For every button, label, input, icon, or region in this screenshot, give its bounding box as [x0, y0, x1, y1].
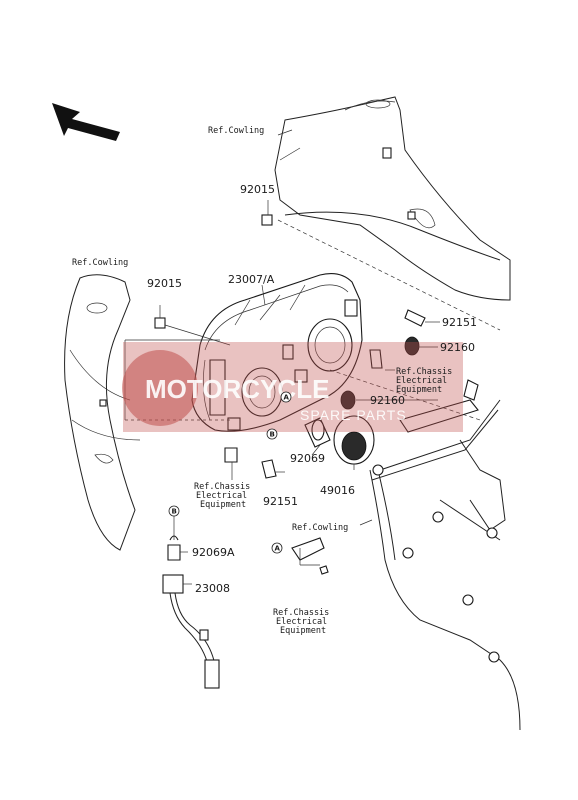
watermark: MOTORCYCLE SPARE PARTS — [122, 342, 463, 432]
label-23008: 23008 — [195, 582, 230, 595]
leader-lines — [124, 129, 501, 585]
label-92069: 92069 — [290, 452, 325, 465]
grommet-92160-lower — [340, 390, 356, 410]
label-ref-chassis-mid: Ref.Chassis Electrical Equipment — [194, 482, 250, 510]
svg-text:Electrical: Electrical — [396, 376, 447, 386]
watermark-logo-text: MOTORCYCLE — [145, 374, 329, 404]
label-ref-cowling-left: Ref.Cowling — [72, 258, 128, 268]
marker-b-headlight: B — [266, 428, 278, 440]
label-ref-cowling-top: Ref.Cowling — [208, 126, 264, 136]
bracket-bottom — [291, 537, 329, 575]
bracket-mid — [224, 447, 238, 463]
svg-text:Ref.Chassis: Ref.Chassis — [396, 367, 452, 377]
socket-23008 — [162, 574, 220, 689]
svg-text:A: A — [284, 394, 290, 402]
front-direction-arrow-icon — [52, 103, 120, 141]
bolt-92151-right — [404, 309, 426, 327]
nut-92015-left — [154, 317, 166, 329]
svg-text:B: B — [270, 431, 275, 439]
watermark-sub-text: SPARE PARTS — [300, 407, 407, 423]
label-92069a: 92069A — [192, 546, 235, 559]
svg-text:Equipment: Equipment — [280, 626, 326, 636]
svg-text:Ref.Chassis: Ref.Chassis — [273, 608, 329, 618]
left-cowling-panel — [64, 274, 141, 551]
grommet-92160-upper — [404, 336, 420, 356]
svg-text:Electrical: Electrical — [276, 617, 327, 627]
label-92015-left: 92015 — [147, 277, 182, 290]
marker-a-headlight: A — [280, 391, 292, 403]
svg-text:Ref.Chassis: Ref.Chassis — [194, 482, 250, 492]
label-92160-upper: 92160 — [440, 341, 475, 354]
label-92160-lower: 92160 — [370, 394, 405, 407]
dust-cap-49016 — [333, 415, 375, 465]
svg-text:Equipment: Equipment — [396, 385, 442, 395]
bolt-92151-lower — [261, 459, 277, 479]
frame-structure — [369, 379, 521, 731]
label-ref-chassis-bottom: Ref.Chassis Electrical Equipment — [273, 608, 329, 636]
headlight-assembly — [191, 273, 363, 432]
label-23007a: 23007/A — [228, 273, 275, 286]
label-92015-upper: 92015 — [240, 183, 275, 196]
marker-a-bracket: A — [271, 542, 283, 554]
bracket-right — [369, 349, 383, 369]
label-ref-chassis-right: Ref.Chassis Electrical Equipment — [396, 367, 452, 395]
label-49016: 49016 — [320, 484, 355, 497]
svg-text:Electrical: Electrical — [196, 491, 247, 501]
label-92151-right: 92151 — [442, 316, 477, 329]
svg-text:B: B — [172, 508, 177, 516]
label-ref-cowling-bottom: Ref.Cowling — [292, 523, 348, 533]
nut-92015-upper — [261, 214, 273, 226]
marker-b-bulb: B — [168, 505, 180, 517]
bulb-92069 — [304, 417, 331, 448]
upper-cowling-panel — [274, 96, 511, 301]
svg-text:Equipment: Equipment — [200, 500, 246, 510]
label-92151-lower: 92151 — [263, 495, 298, 508]
svg-text:A: A — [275, 545, 281, 553]
